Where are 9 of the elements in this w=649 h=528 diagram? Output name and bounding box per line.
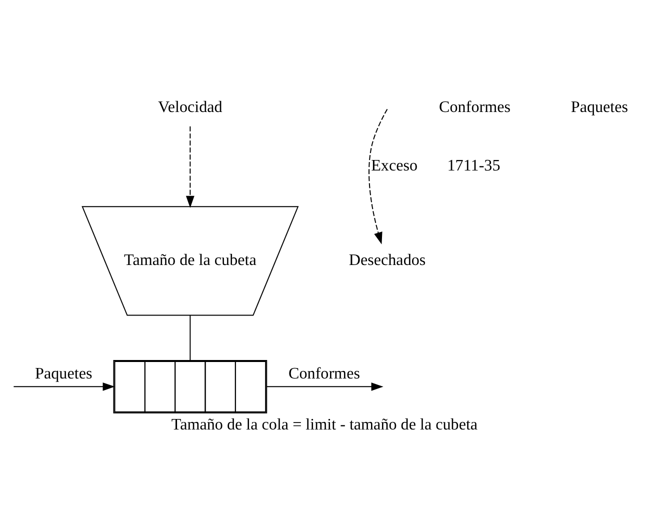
node-text: Desechados <box>348 251 426 268</box>
label: 1711-35 <box>447 156 500 174</box>
edge-label: Exceso <box>371 156 418 174</box>
edge-label: Conformes <box>288 364 360 382</box>
label: Paquetes <box>570 98 628 116</box>
label: Conformes <box>439 98 510 116</box>
edge-label: Paquetes <box>35 364 92 382</box>
node-text: Velocidad <box>158 98 222 116</box>
caption: Tamaño de la cola = limit - tamaño de la cubeta <box>171 416 478 434</box>
